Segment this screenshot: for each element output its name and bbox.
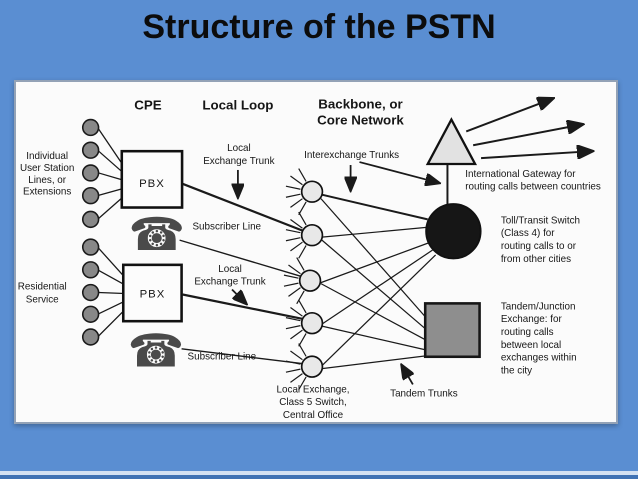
svg-text:routing calls between countrie: routing calls between countries bbox=[465, 182, 601, 193]
pstn-diagram: CPE Local Loop Backbone, or Core Network… bbox=[18, 82, 601, 421]
pbx-box-1: PBX bbox=[120, 149, 184, 209]
bottom-dark-strip bbox=[0, 475, 638, 479]
extension-dots-group-1 bbox=[81, 118, 123, 229]
diagram-panel: CPE Local Loop Backbone, or Core Network… bbox=[14, 80, 618, 424]
tandem-trunks-label: Tandem Trunks bbox=[390, 366, 458, 399]
local-exchange-trunk-label-2: Local Exchange Trunk bbox=[194, 264, 266, 304]
svg-text:Service: Service bbox=[26, 294, 59, 305]
international-arrows bbox=[465, 99, 592, 160]
svg-text:between local: between local bbox=[501, 340, 561, 351]
svg-text:Residential: Residential bbox=[18, 282, 67, 293]
svg-text:Central Office: Central Office bbox=[283, 410, 344, 421]
international-gateway-triangle bbox=[425, 117, 478, 166]
svg-text:Exchange Trunk: Exchange Trunk bbox=[203, 156, 274, 167]
svg-text:(Class 4) for: (Class 4) for bbox=[501, 228, 555, 239]
svg-text:Exchange: for: Exchange: for bbox=[501, 314, 563, 325]
tandem-junction-annotation: Tandem/Junction Exchange: for routing ca… bbox=[501, 301, 577, 376]
header-cpe: CPE bbox=[134, 98, 162, 113]
extension-dots-group-2 bbox=[81, 238, 125, 346]
header-local-loop: Local Loop bbox=[202, 98, 273, 113]
local-exchange-trunk-label-1: Local Exchange Trunk bbox=[203, 143, 275, 196]
svg-text:Lines, or: Lines, or bbox=[28, 175, 67, 186]
toll-transit-annotation: Toll/Transit Switch (Class 4) for routin… bbox=[501, 215, 580, 265]
interexchange-arrow-right bbox=[359, 161, 438, 183]
svg-text:User Station: User Station bbox=[20, 163, 74, 174]
svg-text:Local Exchange,: Local Exchange, bbox=[277, 384, 350, 395]
interexchange-trunks-label: Interexchange Trunks bbox=[304, 150, 438, 190]
local-exchange-circle bbox=[300, 355, 324, 378]
central-office-label: Local Exchange, Class 5 Switch, Central … bbox=[277, 384, 350, 421]
local-exchange-circles bbox=[298, 180, 324, 378]
telephone-icon: ☎ bbox=[129, 208, 186, 261]
local-exchange-trunk-arrow-2 bbox=[231, 288, 246, 304]
svg-text:exchanges within: exchanges within bbox=[501, 353, 577, 364]
individual-user-station-label: Individual User Station Lines, or Extens… bbox=[20, 151, 74, 198]
svg-text:Interexchange Trunks: Interexchange Trunks bbox=[304, 150, 399, 161]
telephone-icon: ☎ bbox=[128, 325, 185, 378]
residential-service-label: Residential Service bbox=[18, 282, 67, 306]
subscriber-ray-lines bbox=[283, 168, 307, 391]
header-backbone-2: Core Network bbox=[317, 113, 404, 128]
svg-text:Extensions: Extensions bbox=[23, 187, 71, 198]
svg-text:International Gateway for: International Gateway for bbox=[465, 169, 576, 180]
subscriber-line-label-2: Subscriber Line bbox=[188, 352, 257, 363]
svg-text:Exchange Trunk: Exchange Trunk bbox=[194, 277, 265, 288]
access-lines bbox=[179, 182, 305, 365]
svg-text:from other cities: from other cities bbox=[501, 254, 571, 265]
tandem-trunks-arrow bbox=[402, 366, 413, 385]
pbx-box-2: PBX bbox=[121, 263, 183, 323]
subscriber-line-label-1: Subscriber Line bbox=[192, 221, 261, 232]
local-exchange-circle bbox=[298, 269, 322, 292]
local-exchange-circle bbox=[300, 311, 324, 335]
svg-text:Individual: Individual bbox=[26, 151, 68, 162]
local-exchange-circle bbox=[300, 223, 324, 247]
svg-text:Tandem/Junction: Tandem/Junction bbox=[501, 301, 576, 312]
header-backbone-1: Backbone, or bbox=[318, 97, 402, 112]
tandem-exchange-node bbox=[423, 302, 481, 359]
backbone-mesh-lines bbox=[320, 193, 437, 370]
bottom-light-strip bbox=[0, 471, 638, 475]
local-exchange-circle bbox=[300, 180, 324, 203]
svg-text:Class 5 Switch,: Class 5 Switch, bbox=[279, 397, 347, 408]
international-gateway-annotation: International Gateway for routing calls … bbox=[465, 169, 601, 193]
svg-text:Toll/Transit Switch: Toll/Transit Switch bbox=[501, 215, 580, 226]
svg-text:Local: Local bbox=[218, 264, 242, 275]
toll-transit-switch-node bbox=[425, 203, 482, 260]
svg-text:routing calls: routing calls bbox=[501, 327, 554, 338]
pbx2-label: PBX bbox=[140, 288, 166, 300]
svg-text:Tandem Trunks: Tandem Trunks bbox=[390, 388, 458, 399]
svg-text:Local: Local bbox=[227, 143, 251, 154]
pbx1-label: PBX bbox=[139, 178, 165, 190]
svg-text:the city: the city bbox=[501, 366, 532, 377]
svg-text:routing calls to or: routing calls to or bbox=[501, 241, 577, 252]
page-title: Structure of the PSTN bbox=[142, 8, 496, 46]
